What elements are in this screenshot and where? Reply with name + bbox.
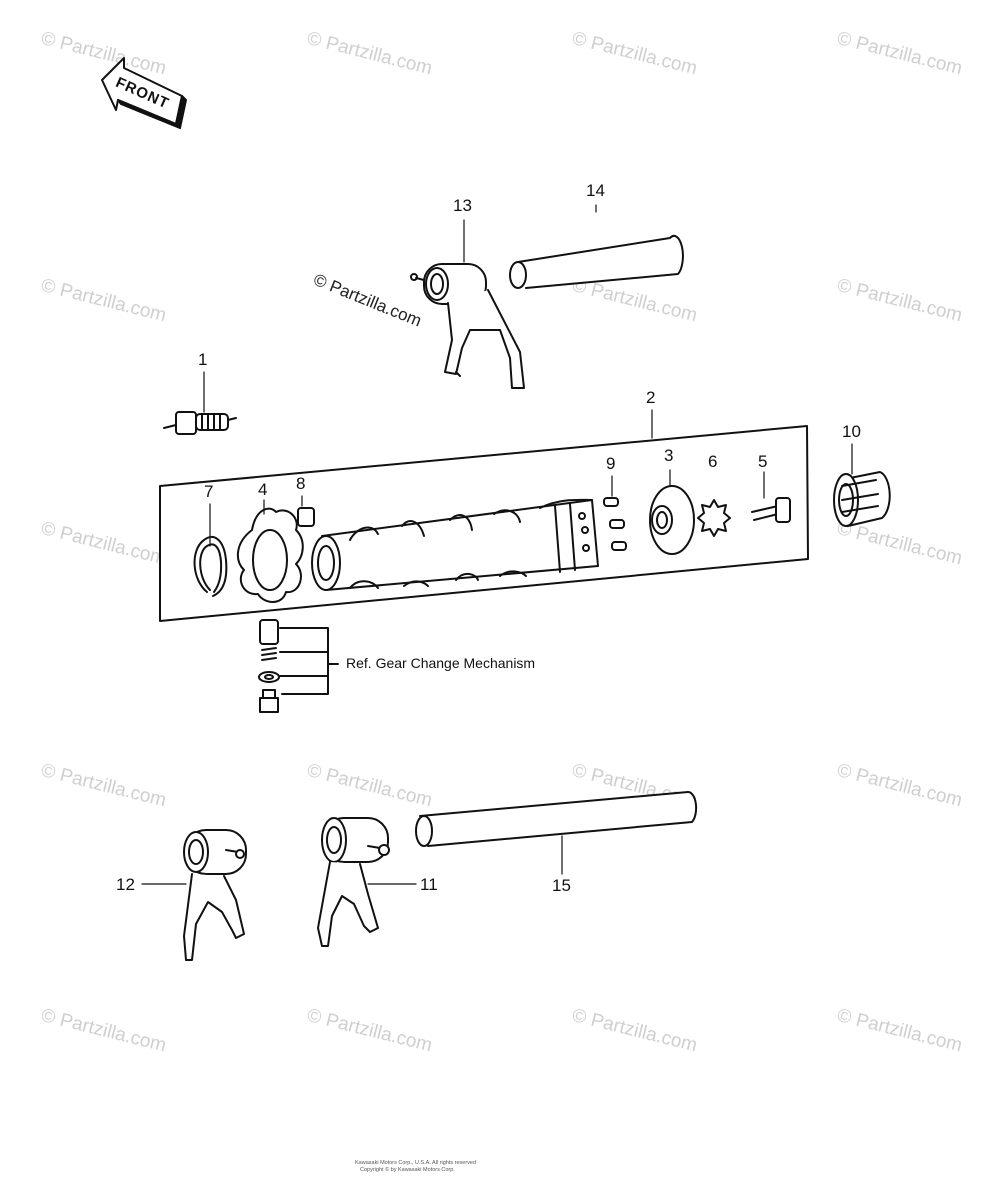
callout-7: 7	[204, 482, 214, 501]
leader-lines	[141, 204, 853, 885]
gear-6	[697, 499, 731, 537]
callout-6: 6	[708, 452, 718, 471]
bolt-5	[751, 497, 791, 523]
neutral-switch-1	[163, 411, 237, 435]
callout-5: 5	[758, 452, 768, 471]
callout-15: 15	[552, 876, 571, 895]
shift-fork-11	[317, 817, 390, 947]
callout-2: 2	[646, 388, 656, 407]
circlip-7	[193, 535, 228, 597]
shift-fork-12	[183, 829, 247, 961]
copyright-line-1: Kawasaki Motors Corp., U.S.A. All rights…	[355, 1160, 477, 1166]
bearing-10	[833, 471, 891, 527]
shift-fork-13	[410, 263, 525, 389]
pins-9	[603, 497, 627, 551]
callout-3: 3	[664, 446, 674, 465]
callout-11: 11	[420, 875, 438, 894]
pin-plate-3	[649, 485, 695, 555]
callout-12: 12	[116, 875, 135, 894]
reference-note: Ref. Gear Change Mechanism	[346, 655, 536, 671]
shift-rod-15	[415, 790, 698, 847]
callout-4: 4	[258, 480, 268, 499]
pin-8	[297, 507, 315, 527]
front-arrow-icon	[101, 57, 187, 129]
callout-1: 1	[198, 350, 208, 369]
shift-drum	[311, 498, 599, 591]
callout-10: 10	[842, 422, 861, 441]
shift-rod-14	[509, 234, 684, 289]
gear-change-parts	[258, 619, 339, 713]
cam-plate-4	[236, 507, 304, 603]
callout-9: 9	[606, 454, 616, 473]
callout-14: 14	[586, 181, 605, 200]
callout-8: 8	[296, 474, 306, 493]
copyright-line-2: Copyright © by Kawasaki Motors Corp.	[360, 1167, 455, 1173]
callout-13: 13	[453, 196, 472, 215]
